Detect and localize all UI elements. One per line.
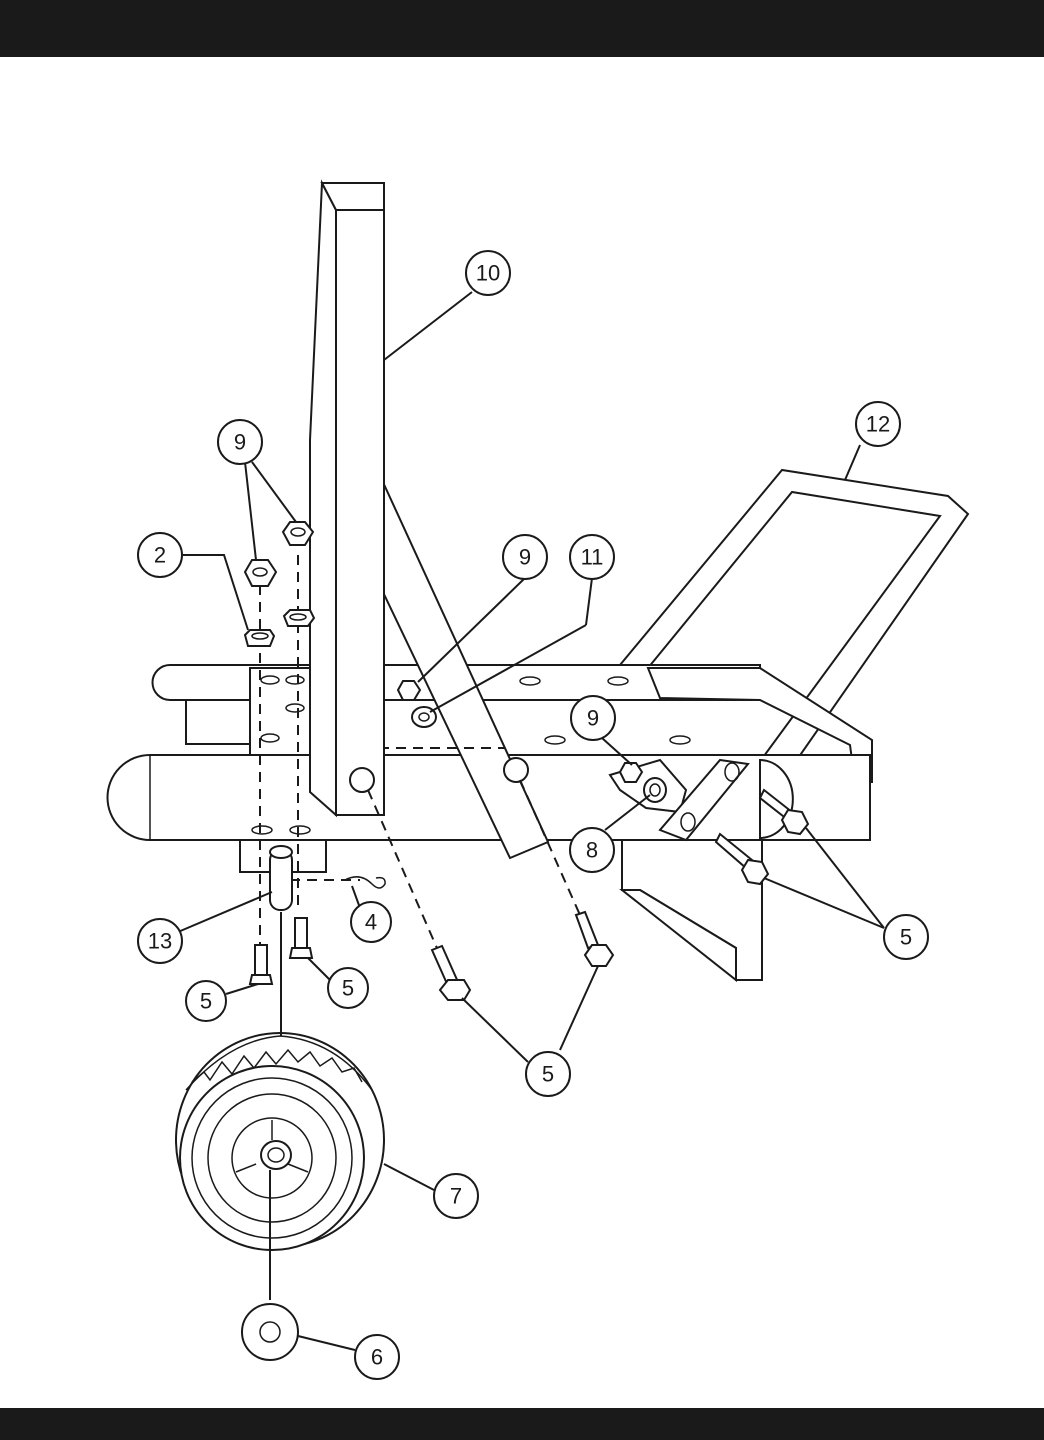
upright-post [310, 183, 384, 815]
callout-4: 4 [351, 902, 391, 942]
svg-text:10: 10 [476, 261, 500, 286]
callout-2: 2 [138, 533, 182, 577]
hex-nut-lower [245, 560, 276, 586]
axle [270, 846, 292, 910]
svg-text:5: 5 [342, 976, 354, 1001]
cotter-pin [345, 877, 385, 888]
callout-9-hinge: 9 [571, 696, 615, 740]
hub-cap [242, 1304, 298, 1360]
bolt-center-a [432, 946, 470, 1000]
callout-12: 12 [856, 402, 900, 446]
callout-13: 13 [138, 919, 182, 963]
hex-nut-center [398, 681, 420, 700]
svg-text:9: 9 [587, 706, 599, 731]
svg-text:11: 11 [581, 545, 604, 570]
hex-nut-hinge [620, 763, 642, 782]
svg-text:9: 9 [519, 545, 531, 570]
callout-7: 7 [434, 1174, 478, 1218]
callout-9-center: 9 [503, 535, 547, 579]
svg-text:9: 9 [234, 430, 246, 455]
svg-text:6: 6 [371, 1345, 383, 1370]
svg-text:12: 12 [866, 412, 890, 437]
callout-5-center: 5 [526, 1052, 570, 1096]
spacer-right [284, 610, 314, 626]
callout-11: 11 [570, 535, 614, 579]
bolt-left-b [290, 918, 312, 958]
base-frame [108, 665, 873, 980]
spacer-left [245, 630, 274, 646]
callout-6: 6 [355, 1335, 399, 1379]
callout-9-nuts: 9 [218, 420, 262, 464]
callout-5-left-b: 5 [328, 968, 368, 1008]
svg-text:2: 2 [154, 543, 166, 568]
wheel [176, 1033, 384, 1250]
callout-5-left: 5 [186, 981, 226, 1021]
callout-10: 10 [466, 251, 510, 295]
svg-text:8: 8 [586, 838, 598, 863]
svg-text:13: 13 [148, 929, 172, 954]
hex-nut-upper [283, 522, 313, 545]
svg-text:5: 5 [900, 925, 912, 950]
callout-5-right: 5 [884, 915, 928, 959]
svg-text:4: 4 [365, 910, 377, 935]
svg-text:5: 5 [200, 989, 212, 1014]
bolt-center-b [576, 912, 613, 966]
svg-text:7: 7 [450, 1184, 462, 1209]
callout-8: 8 [570, 828, 614, 872]
svg-text:5: 5 [542, 1062, 554, 1087]
bolt-left-a [250, 945, 272, 984]
